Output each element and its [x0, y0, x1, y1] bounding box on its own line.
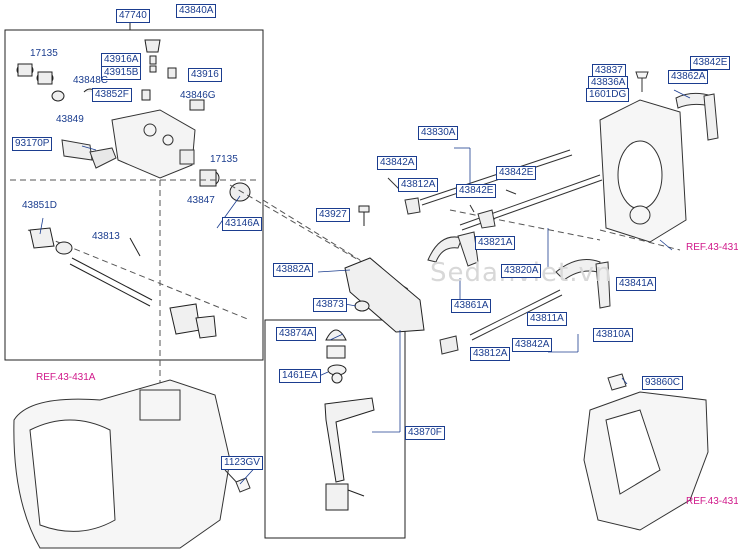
- control-shaft: [344, 205, 425, 333]
- part-label-43861a[interactable]: 43861A: [451, 299, 492, 313]
- part-label-43820a[interactable]: 43820A: [501, 264, 542, 278]
- part-label-43811a[interactable]: 43811A: [527, 312, 567, 326]
- ref-extension-housing[interactable]: REF.43-431: [686, 496, 738, 507]
- shift-lever: [324, 329, 375, 511]
- part-label-43927[interactable]: 43927: [316, 208, 350, 222]
- part-label-43842e-upper[interactable]: 43842E: [496, 166, 537, 180]
- part-label-43842a-upper[interactable]: 43842A: [377, 156, 418, 170]
- part-label-43849[interactable]: 43849: [56, 114, 84, 125]
- part-label-43842e-right[interactable]: 43842E: [690, 56, 731, 70]
- part-label-93860c[interactable]: 93860C: [642, 376, 684, 390]
- shift-rails: [387, 149, 603, 357]
- rear-case: [599, 71, 687, 243]
- part-label-43840a[interactable]: 43840A: [176, 4, 217, 18]
- ref-rear-case[interactable]: REF.43-431: [686, 242, 738, 253]
- part-label-43842a-lower[interactable]: 43842A: [512, 338, 553, 352]
- part-label-43848c[interactable]: 43848C: [73, 75, 109, 86]
- part-label-43882a[interactable]: 43882A: [273, 263, 314, 277]
- transmission-case-left: [13, 379, 251, 549]
- part-label-43847[interactable]: 43847: [187, 195, 215, 206]
- selector-assembly-frame: [4, 29, 264, 361]
- part-label-43874a[interactable]: 43874A: [276, 327, 317, 341]
- part-label-43916a[interactable]: 43916A: [101, 53, 142, 67]
- part-label-43916[interactable]: 43916: [188, 68, 222, 82]
- part-label-43812a-lower[interactable]: 43812A: [470, 347, 511, 361]
- part-label-43841a[interactable]: 43841A: [616, 277, 657, 291]
- part-label-43812a-upper[interactable]: 43812A: [398, 178, 439, 192]
- part-label-43851d[interactable]: 43851D: [22, 200, 58, 211]
- extension-housing: [583, 373, 709, 531]
- part-label-43810a[interactable]: 43810A: [593, 328, 634, 342]
- part-label-1601dg[interactable]: 1601DG: [586, 88, 630, 102]
- part-label-1123gv[interactable]: 1123GV: [221, 456, 263, 470]
- part-label-43842e-middle[interactable]: 43842E: [456, 184, 497, 198]
- part-label-43873[interactable]: 43873: [313, 298, 347, 312]
- selector-housing: [61, 109, 196, 179]
- part-label-43813[interactable]: 43813: [92, 231, 120, 242]
- part-label-43852f[interactable]: 43852F: [92, 88, 132, 102]
- part-label-43146a[interactable]: 43146A: [222, 217, 263, 231]
- part-label-17135-upper[interactable]: 17135: [30, 48, 58, 59]
- part-label-43830a[interactable]: 43830A: [418, 126, 459, 140]
- selector-rail: [29, 227, 217, 339]
- shift-forks: [427, 92, 719, 309]
- part-label-43915b[interactable]: 43915B: [101, 66, 142, 80]
- part-label-43862a[interactable]: 43862A: [668, 70, 709, 84]
- part-label-43846g[interactable]: 43846G: [180, 90, 216, 101]
- upper-bushes: [16, 39, 251, 202]
- part-label-17135-lower[interactable]: 17135: [210, 154, 238, 165]
- part-label-47740[interactable]: 47740: [116, 9, 150, 23]
- ref-transmission-case[interactable]: REF.43-431A: [36, 372, 96, 383]
- part-label-43870f[interactable]: 43870F: [405, 426, 445, 440]
- part-label-93170p[interactable]: 93170P: [12, 137, 53, 151]
- part-label-1461ea[interactable]: 1461EA: [279, 369, 321, 383]
- part-label-43821a[interactable]: 43821A: [475, 236, 516, 250]
